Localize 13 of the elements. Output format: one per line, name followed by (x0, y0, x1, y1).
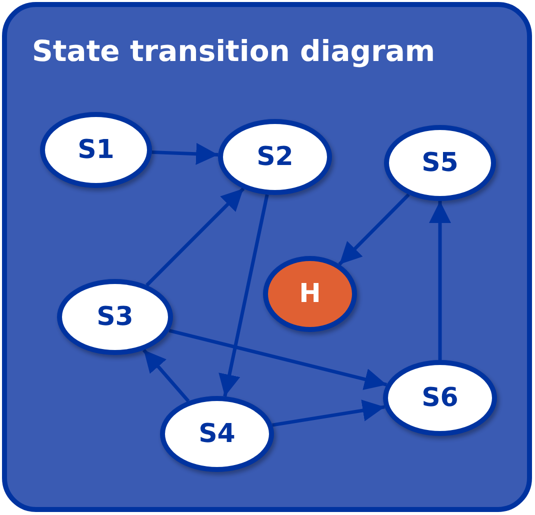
state-label: S1 (78, 135, 114, 165)
transition-arrow (168, 328, 388, 390)
state-label: S2 (256, 142, 294, 172)
state-label: S6 (422, 383, 458, 413)
transition-arrow (272, 400, 385, 427)
state-label: S3 (96, 302, 134, 332)
diagram-title: State transition diagram (32, 34, 436, 68)
transition-arrow (429, 201, 451, 360)
transition-arrow (218, 194, 269, 397)
transition-arrow (152, 142, 218, 165)
state-label: H (299, 279, 321, 309)
state-label: S5 (422, 148, 458, 178)
state-label: S4 (198, 419, 236, 449)
